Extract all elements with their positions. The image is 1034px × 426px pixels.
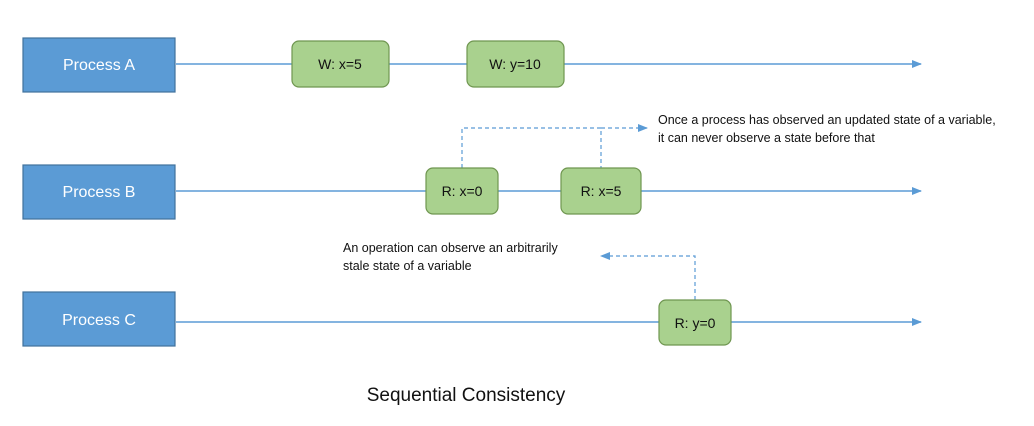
op-read-y-0: R: y=0 bbox=[658, 299, 732, 346]
process-b-label: Process B bbox=[63, 184, 136, 201]
monotonic-note-line1: Once a process has observed an updated s… bbox=[658, 113, 996, 127]
op-write-y-label: W: y=10 bbox=[489, 56, 541, 72]
stale-note-line2: stale state of a variable bbox=[343, 259, 472, 273]
process-c-label: Process C bbox=[62, 312, 136, 329]
process-c-box: Process C bbox=[22, 291, 176, 347]
stale-note-line1: An operation can observe an arbitrarily bbox=[343, 241, 558, 255]
diagram-caption: Sequential Consistency bbox=[367, 385, 566, 406]
process-a-label: Process A bbox=[63, 57, 135, 74]
op-read-x-0-label: R: x=0 bbox=[442, 183, 483, 199]
monotonic-note-line2: it can never observe a state before that bbox=[658, 131, 875, 145]
stale-read-connector bbox=[600, 252, 696, 300]
process-b-box: Process B bbox=[22, 164, 176, 220]
op-write-x: W: x=5 bbox=[291, 40, 390, 88]
op-read-y-0-label: R: y=0 bbox=[675, 315, 716, 331]
op-write-y: W: y=10 bbox=[466, 40, 565, 88]
monotonic-read-connector bbox=[461, 128, 647, 168]
process-a-box: Process A bbox=[22, 37, 176, 93]
op-read-x-0: R: x=0 bbox=[425, 167, 499, 215]
op-write-x-label: W: x=5 bbox=[318, 56, 362, 72]
op-read-x-5-label: R: x=5 bbox=[581, 183, 622, 199]
op-read-x-5: R: x=5 bbox=[560, 167, 642, 215]
